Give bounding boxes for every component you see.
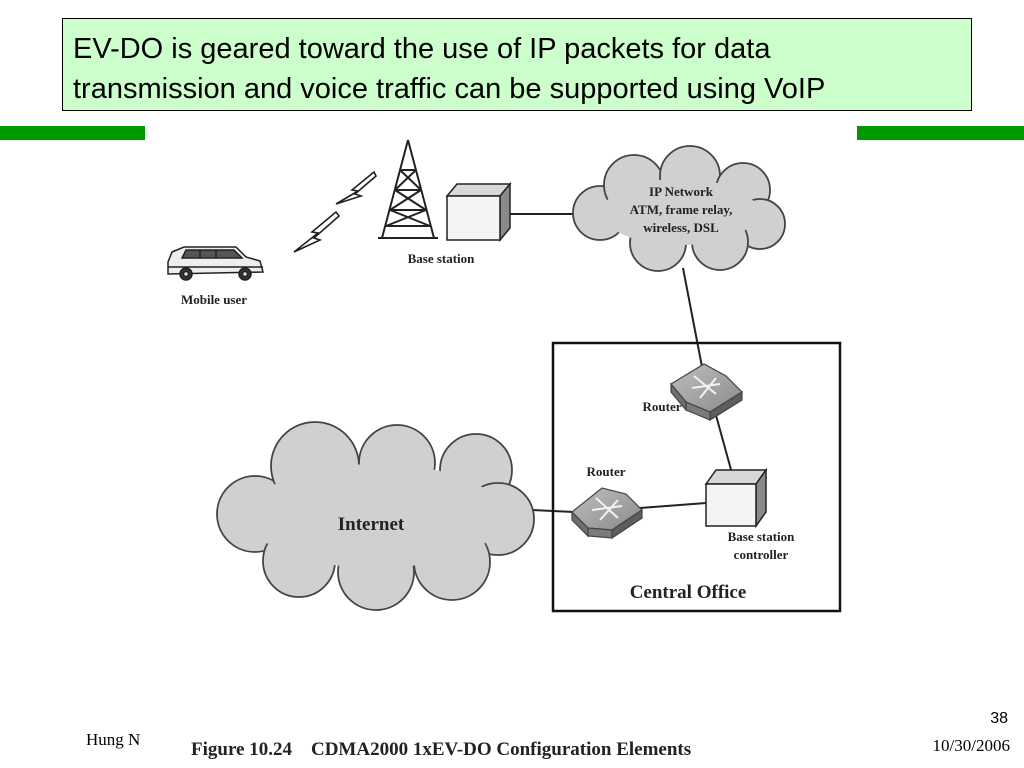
- central-office-box: [551, 341, 842, 613]
- bsc-label-line-2: controller: [734, 547, 789, 562]
- central-office-label: Central Office: [630, 582, 747, 603]
- accent-bar-right: [857, 126, 1024, 140]
- footer-date: 10/30/2006: [932, 736, 1010, 755]
- title-line-2: transmission and voice traffic can be su…: [73, 73, 826, 105]
- base-station-controller-box-icon: [704, 467, 768, 529]
- connection-lines: [510, 213, 734, 513]
- ip-network-cloud-icon: [572, 145, 786, 272]
- ip-network-detail-1: ATM, frame relay,: [630, 202, 733, 217]
- title-line-1: EV-DO is geared toward the use of IP pac…: [73, 33, 771, 65]
- slide-title: EV-DO is geared toward the use of IP pac…: [62, 18, 972, 111]
- router-left-icon: [571, 487, 643, 540]
- internet-cloud-icon: [216, 421, 535, 611]
- base-station-label: Base station: [408, 251, 476, 266]
- car-icon: [167, 246, 264, 281]
- footer-author: Hung N: [86, 730, 141, 749]
- figure-caption: Figure 10.24 CDMA2000 1xEV-DO Configurat…: [191, 739, 691, 760]
- wireless-signal-icon: [293, 170, 377, 253]
- antenna-tower-icon: [378, 139, 438, 239]
- page-number: 38: [990, 710, 1008, 727]
- accent-bar-left: [0, 126, 145, 140]
- ip-network-detail-2: wireless, DSL: [643, 220, 719, 235]
- router-top-icon: [670, 363, 743, 422]
- base-station-box-icon: [445, 181, 512, 243]
- ip-network-label: IP Network: [649, 184, 714, 199]
- bsc-label-line-1: Base station: [728, 529, 796, 544]
- internet-label: Internet: [338, 514, 405, 535]
- router-left-label: Router: [587, 464, 626, 479]
- mobile-user-label: Mobile user: [181, 292, 247, 307]
- router-top-label: Router: [643, 399, 682, 414]
